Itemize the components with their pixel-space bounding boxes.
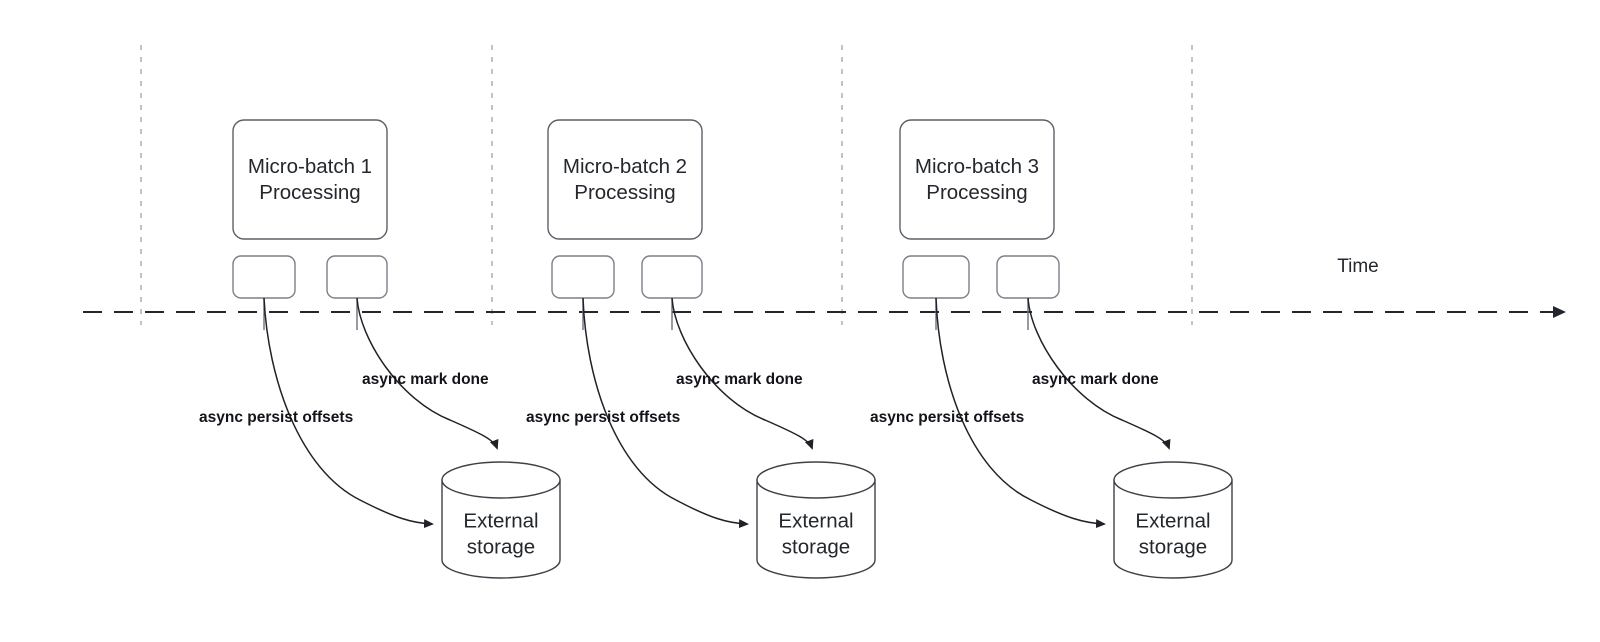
external-storage-2-top (756, 461, 876, 499)
micro-batch-1-label-line2: Processing (259, 181, 360, 204)
async-persist-offsets-edge-2 (582, 297, 749, 529)
external-storage-1-body (441, 479, 561, 579)
external-storage-1-label-line2: storage (467, 535, 535, 558)
async-mark-done-edge-2-label: async mark done (676, 371, 803, 388)
external-storage-3-body (1113, 479, 1233, 579)
micro-batch-1-box[interactable] (232, 119, 388, 240)
external-storage-2[interactable]: External storage (756, 461, 876, 579)
async-mark-done-edge-3-label: async mark done (1032, 371, 1159, 388)
async-mark-done-edge-1 (356, 297, 499, 450)
async-persist-offsets-edge-3-label: async persist offsets (870, 409, 1024, 426)
external-storage-3-label-line1: External (1135, 509, 1210, 532)
async-mark-done-edge-2 (671, 297, 814, 450)
async-persist-offsets-edge-2-label: async persist offsets (526, 409, 680, 426)
external-storage-2-label-line2: storage (782, 535, 850, 558)
micro-batch-3-label-line2: Processing (926, 181, 1027, 204)
async-persist-offsets-edge-1-label: async persist offsets (199, 409, 353, 426)
persist-offsets-task-1[interactable] (232, 255, 296, 299)
external-storage-2-label-line1: External (778, 509, 853, 532)
async-persist-offsets-edge-1 (263, 297, 434, 529)
mark-done-task-2[interactable] (641, 255, 703, 299)
micro-batch-2-box[interactable] (547, 119, 703, 240)
external-storage-3-top (1113, 461, 1233, 499)
batch-groups: Micro-batch 1ProcessingExternalstorageMi… (232, 119, 1233, 579)
external-storage-1[interactable]: External storage (441, 461, 561, 579)
mark-done-task-3[interactable] (996, 255, 1060, 299)
async-mark-done-edge-3 (1027, 297, 1171, 450)
persist-offsets-task-2[interactable] (551, 255, 615, 299)
time-axis-label: Time (1337, 256, 1379, 277)
external-storage-1-label-line1: External (463, 509, 538, 532)
async-persist-offsets-edge-3 (935, 297, 1106, 529)
external-storage-2-body (756, 479, 876, 579)
external-storage-3[interactable]: External storage (1113, 461, 1233, 579)
async-mark-done-edge-1-label: async mark done (362, 371, 489, 388)
persist-offsets-task-3[interactable] (902, 255, 970, 299)
edge-labels: async persist offsets async mark done asyn… (199, 371, 1159, 426)
micro-batch-2-label-line2: Processing (574, 181, 675, 204)
micro-batch-3-label-line1: Micro-batch 3 (915, 155, 1039, 178)
micro-batch-3-box[interactable] (899, 119, 1055, 240)
micro-batch-1-label-line1: Micro-batch 1 (248, 155, 372, 178)
external-storage-1-top (441, 461, 561, 499)
micro-batch-2-label-line1: Micro-batch 2 (563, 155, 687, 178)
mark-done-task-1[interactable] (326, 255, 388, 299)
external-storage-3-label-line2: storage (1139, 535, 1207, 558)
timeline-axis: Time (83, 256, 1566, 318)
